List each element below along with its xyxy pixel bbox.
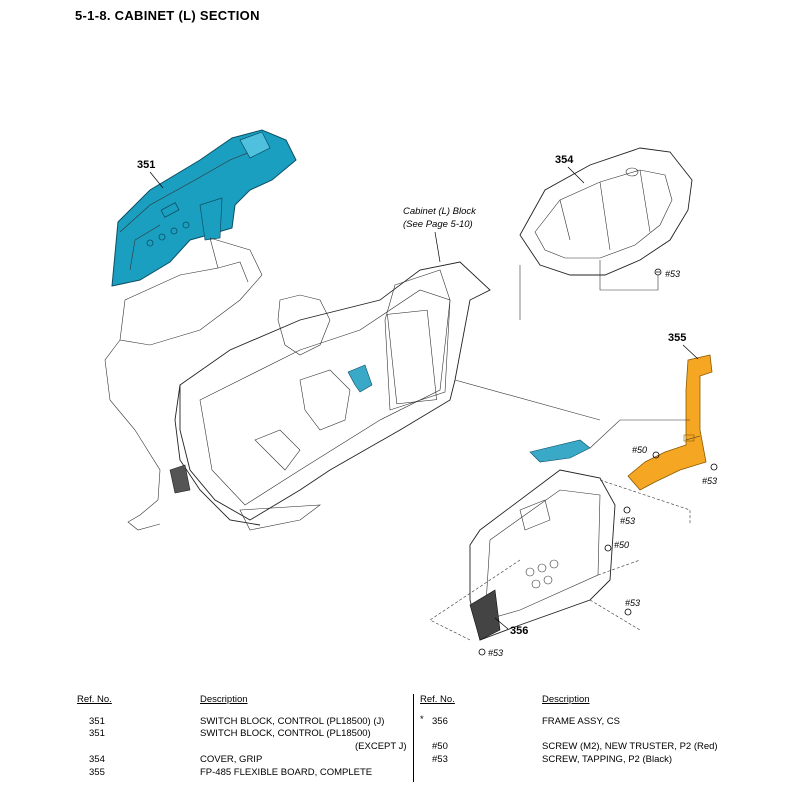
table-row-desc: SCREW, TAPPING, P2 (Black)	[542, 754, 673, 765]
header-desc-right: Description	[542, 694, 590, 705]
label-s53-flex: #53	[702, 476, 717, 486]
screw-50-flex	[652, 451, 660, 459]
leader-355	[682, 344, 699, 360]
table-row-desc: SWITCH BLOCK, CONTROL (PL18500) (J)	[200, 716, 385, 727]
screw-53-flex	[710, 463, 718, 471]
header-desc-left: Description	[200, 694, 248, 705]
part-354-grip-cover	[519, 147, 693, 276]
label-351: 351	[137, 159, 155, 171]
leader-356	[494, 617, 509, 630]
label-s53-c: #53	[625, 598, 640, 608]
screw-50-b	[604, 544, 612, 552]
callout-line-1: Cabinet (L) Block	[403, 206, 477, 217]
label-355: 355	[668, 332, 686, 344]
part-351-flex-cable	[104, 237, 263, 531]
guide-lines-misc	[454, 265, 601, 421]
table-row-desc: (EXCEPT J)	[355, 741, 407, 752]
label-s50-flex: #50	[632, 445, 647, 455]
table-row-desc: SWITCH BLOCK, CONTROL (PL18500)	[200, 728, 371, 739]
table-row-mark: *	[420, 714, 424, 725]
label-s50-b: #50	[614, 540, 629, 550]
table-row-ref: #53	[432, 754, 448, 765]
table-row-ref: #50	[432, 741, 448, 752]
guide-line-flex	[589, 419, 690, 449]
label-356: 356	[510, 625, 528, 637]
header-ref-left: Ref. No.	[77, 694, 112, 705]
header-ref-right: Ref. No.	[420, 694, 455, 705]
label-354: 354	[555, 154, 574, 166]
table-row-ref: 356	[432, 716, 448, 727]
callout-line-2: (See Page 5-10)	[403, 219, 473, 230]
table-row-desc: FRAME ASSY, CS	[542, 716, 620, 727]
guide-lines-356	[429, 479, 691, 641]
table-row-desc: SCREW (M2), NEW TRUSTER, P2 (Red)	[542, 741, 718, 752]
part-351-switch-block	[111, 129, 297, 287]
table-row-ref: 354	[89, 754, 105, 765]
part-355-flexible-board	[627, 354, 713, 491]
table-row-desc: FP-485 FLEXIBLE BOARD, COMPLETE	[200, 767, 373, 778]
label-s53-a: #53	[620, 516, 635, 526]
table-row-ref: 351	[89, 728, 105, 739]
flex-teal-strip	[529, 439, 591, 463]
exploded-view-diagram: 351 Cabinet (L) Block (See Page 5-10) 35…	[104, 129, 718, 658]
leader-callout	[434, 231, 441, 263]
table-row-desc: COVER, GRIP	[200, 754, 263, 765]
table-divider	[413, 694, 414, 782]
leader-354	[567, 166, 585, 184]
table-row-ref: 355	[89, 767, 105, 778]
guide-line-354	[599, 260, 659, 291]
screw-53-bottom	[478, 648, 486, 656]
leader-351	[149, 171, 164, 189]
part-356-frame-assy	[469, 469, 616, 641]
label-s53-top: #53	[665, 269, 680, 279]
section-title: 5-1-8. CABINET (L) SECTION	[75, 8, 260, 23]
table-row-ref: 351	[89, 716, 105, 727]
label-s53-bottom: #53	[488, 648, 503, 658]
screw-53-c	[624, 608, 632, 616]
screw-53-grip	[654, 268, 662, 276]
cabinet-chassis	[169, 261, 491, 531]
screw-53-a	[623, 506, 631, 514]
